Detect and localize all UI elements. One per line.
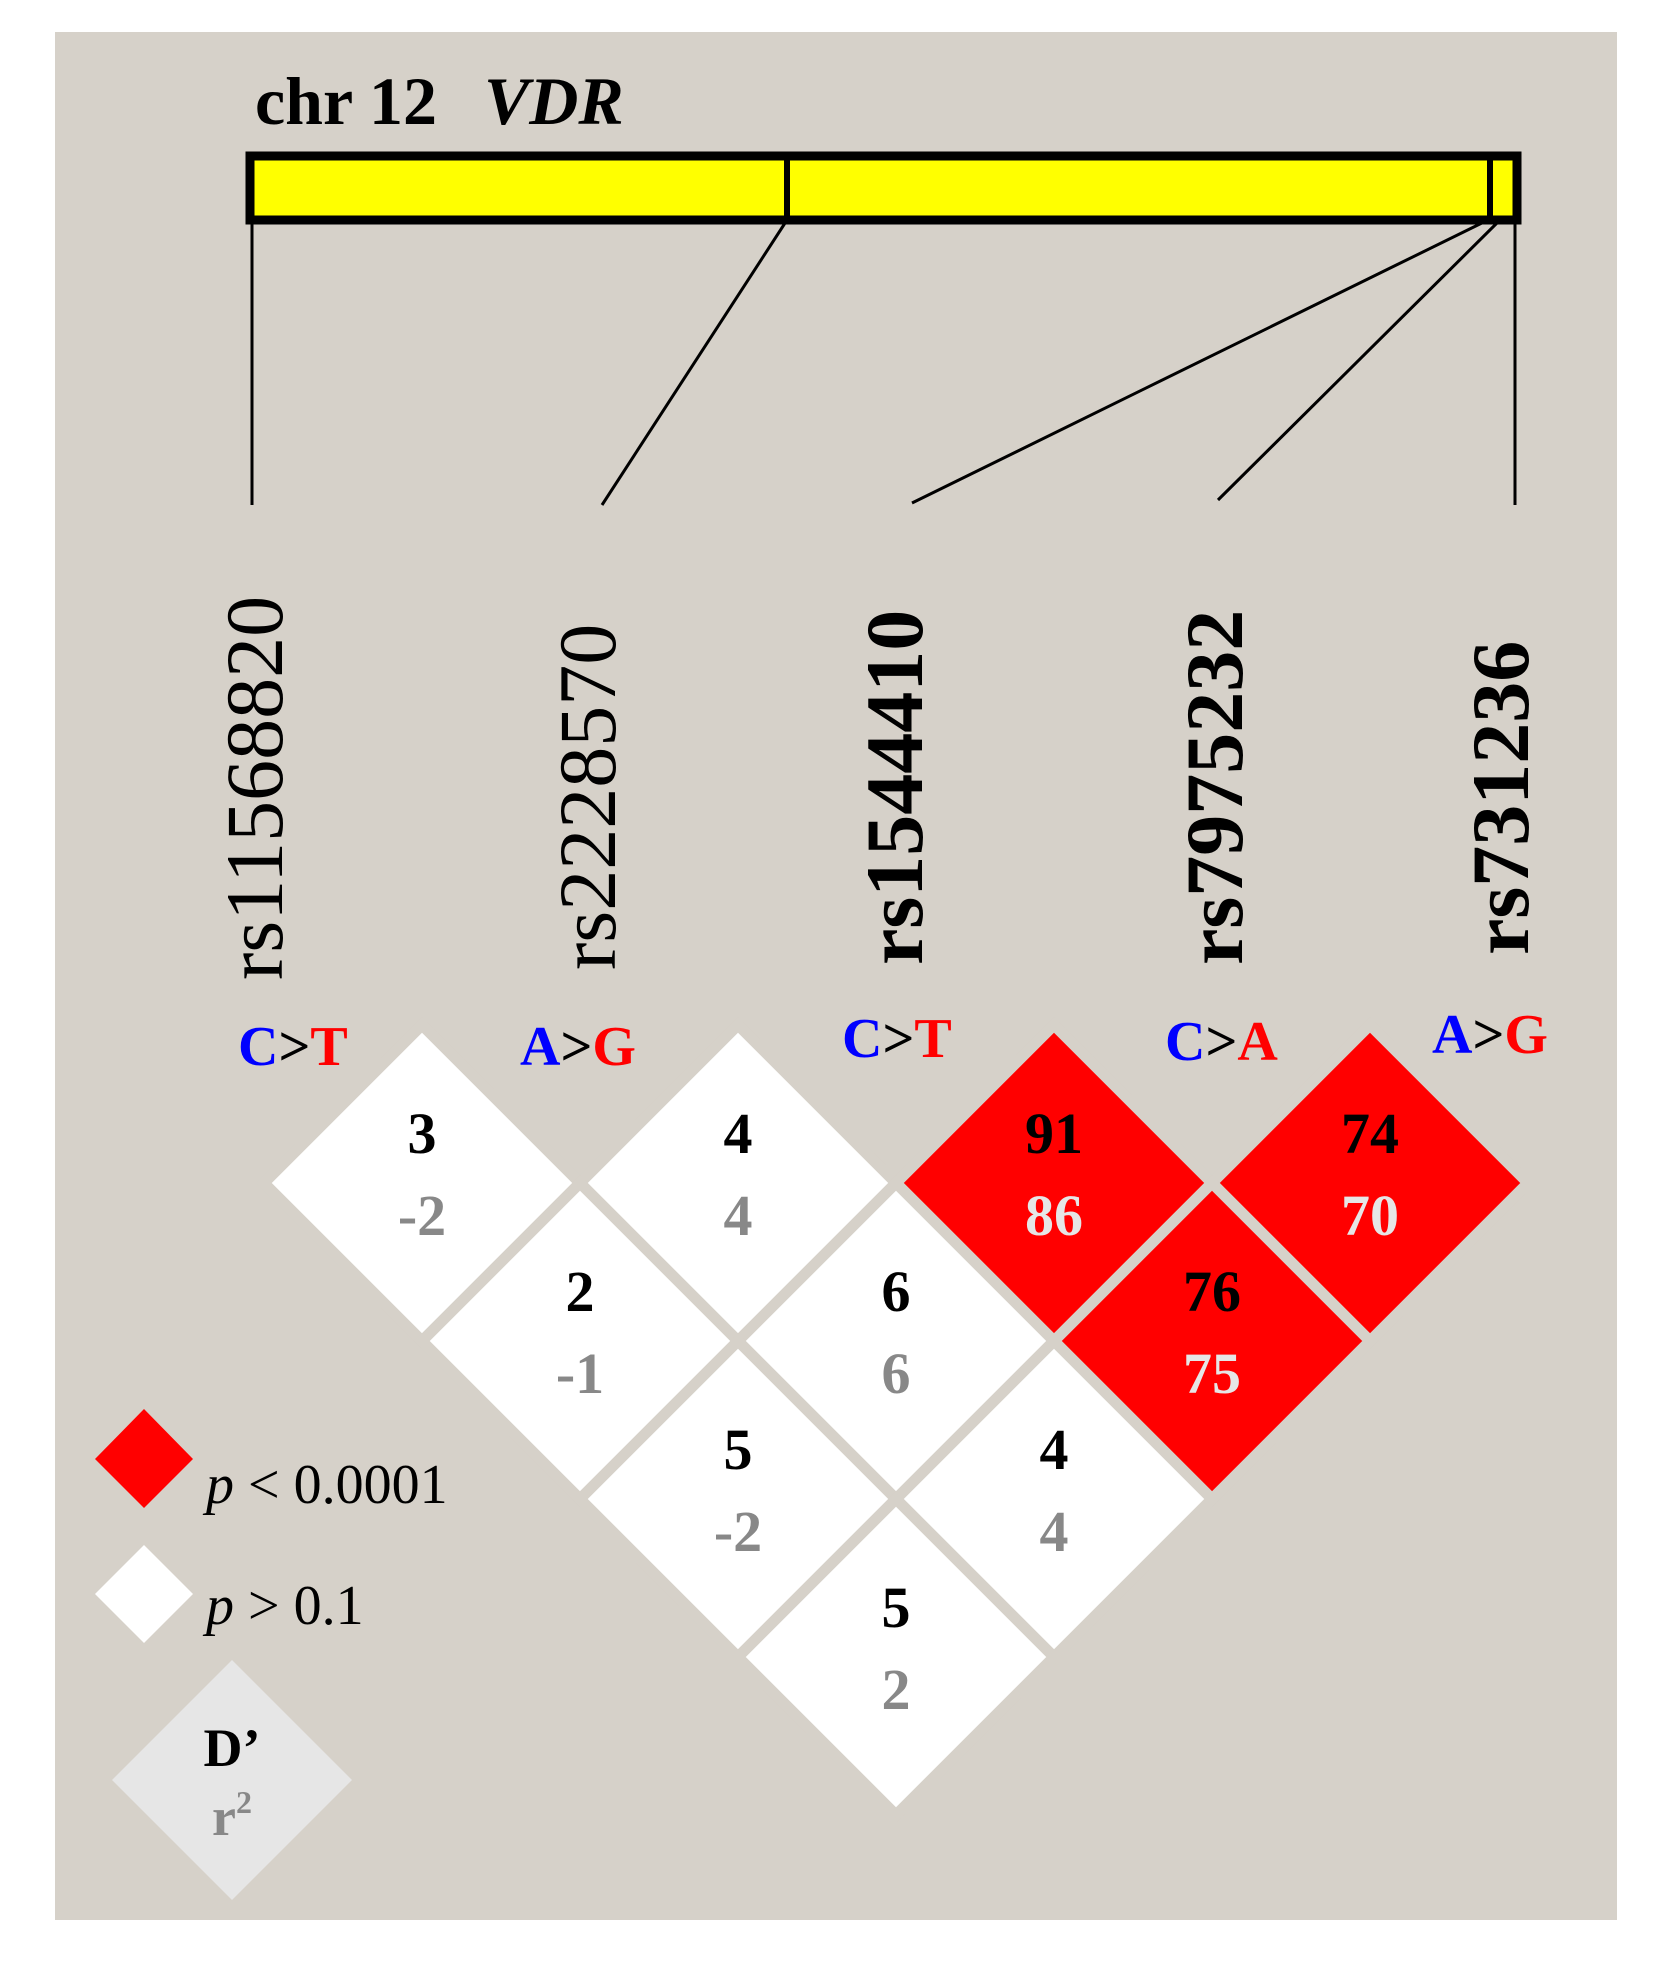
allele-rs11568820: C>T <box>238 1016 348 1078</box>
d-prime-value: 3 <box>408 1101 437 1166</box>
ld-cell: 52 <box>730 1491 1062 1823</box>
r2-value: 86 <box>1025 1183 1083 1248</box>
legend-key-r2: r2 <box>212 1784 252 1847</box>
r2-value: 4 <box>724 1183 753 1248</box>
allele-rs1544410: C>T <box>842 1008 952 1070</box>
legend: p < 0.0001 p > 0.1 D’ r2 <box>95 1409 448 1900</box>
threshold: < 0.0001 <box>234 1454 448 1516</box>
r-symbol: r <box>212 1787 236 1847</box>
alt-allele: A <box>1237 1011 1278 1073</box>
gene-bar-body <box>245 151 1522 225</box>
snp-label-rs7975232: rs7975232 <box>1169 610 1260 965</box>
d-prime-value: 2 <box>566 1259 595 1324</box>
snp-connector-4 <box>1216 218 1502 502</box>
r2-value: 70 <box>1341 1183 1399 1248</box>
p-symbol: p <box>202 1454 234 1516</box>
r2-value: 75 <box>1183 1341 1241 1406</box>
r2-value: -1 <box>556 1341 604 1406</box>
d-prime-value: 74 <box>1341 1101 1399 1166</box>
d-prime-value: 5 <box>882 1575 911 1640</box>
gene-label: VDR <box>484 63 624 139</box>
allele-separator: > <box>560 1016 592 1078</box>
allele-separator: > <box>1472 1004 1504 1066</box>
ref-allele: C <box>238 1016 278 1078</box>
alt-allele: T <box>914 1008 951 1070</box>
p-symbol: p <box>202 1575 234 1637</box>
legend-significant-label: p < 0.0001 <box>202 1454 448 1516</box>
d-prime-value: 76 <box>1183 1259 1241 1324</box>
d-prime-value: 6 <box>882 1259 911 1324</box>
snp-labels: rs11568820 rs2228570 rs1544410 rs7975232… <box>209 596 1546 980</box>
allele-labels: C>T A>G C>T C>A A>G <box>238 1004 1548 1078</box>
legend-nonsignificant-swatch <box>95 1545 193 1643</box>
snp-label-rs1544410: rs1544410 <box>849 610 940 965</box>
legend-significant-swatch <box>95 1409 193 1508</box>
ref-allele: A <box>520 1016 561 1078</box>
legend-key-dprime: D’ <box>204 1718 261 1778</box>
snp-connectors <box>250 218 1517 506</box>
r2-superscript: 2 <box>236 1784 252 1820</box>
legend-nonsignificant-label: p > 0.1 <box>202 1575 364 1637</box>
r2-value: 2 <box>882 1657 911 1722</box>
alt-allele: T <box>310 1016 347 1078</box>
allele-rs7975232: C>A <box>1165 1011 1278 1073</box>
allele-separator: > <box>1205 1011 1237 1073</box>
threshold: > 0.1 <box>234 1575 364 1637</box>
r2-value: -2 <box>714 1499 762 1564</box>
alt-allele: G <box>592 1016 636 1078</box>
ref-allele: C <box>1165 1011 1205 1073</box>
chromosome-label: chr 12 <box>255 63 437 139</box>
snp-label-rs2228570: rs2228570 <box>542 624 633 970</box>
r2-value: -2 <box>398 1183 446 1248</box>
d-prime-value: 4 <box>724 1101 753 1166</box>
ref-allele: C <box>842 1008 882 1070</box>
r2-value: 6 <box>882 1341 911 1406</box>
snp-connector-3 <box>911 218 1489 505</box>
ref-allele: A <box>1432 1004 1473 1066</box>
legend-key-swatch <box>112 1660 352 1900</box>
snp-label-rs11568820: rs11568820 <box>209 596 300 980</box>
d-prime-value: 91 <box>1025 1101 1083 1166</box>
d-prime-value: 4 <box>1040 1417 1069 1482</box>
chart-title: chr 12 VDR <box>255 63 624 139</box>
alt-allele: G <box>1504 1004 1548 1066</box>
snp-label-rs731236: rs731236 <box>1455 641 1546 955</box>
allele-rs2228570: A>G <box>520 1016 636 1078</box>
r2-value: 4 <box>1040 1499 1069 1564</box>
d-prime-value: 5 <box>724 1417 753 1482</box>
ld-cell-diamond <box>730 1491 1062 1823</box>
allele-separator: > <box>882 1008 914 1070</box>
snp-connector-2 <box>600 219 789 506</box>
allele-rs731236: A>G <box>1432 1004 1548 1066</box>
gene-bar <box>245 151 1522 225</box>
allele-separator: > <box>278 1016 310 1078</box>
